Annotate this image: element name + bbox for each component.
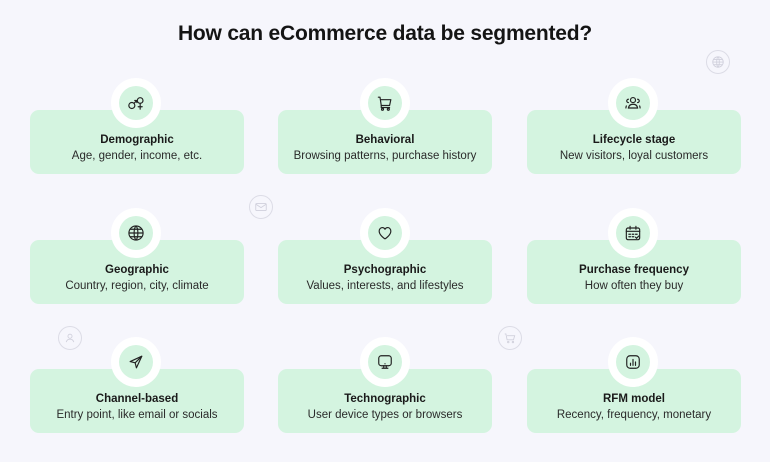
globe-icon [128,225,144,241]
heart-icon [378,227,392,240]
segment-label: Purchase frequency [579,264,689,276]
segment-desc: How often they buy [584,280,684,292]
segment-badge [608,78,658,128]
shopping-cart-icon [498,326,522,350]
segment-desc: Values, interests, and lifestyles [306,280,464,292]
segment-desc: User device types or browsers [307,409,463,421]
segment-label: Behavioral [355,134,415,146]
segment-label: RFM model [603,393,665,405]
segment-desc: Recency, frequency, monetary [556,409,712,421]
segment-label: Technographic [344,393,426,405]
mail-icon [249,195,273,219]
page-title: How can eCommerce data be segmented? [177,22,593,45]
segment-badge [111,337,161,387]
segment-badge [111,78,161,128]
segment-badge [111,208,161,258]
segment-badge [360,337,410,387]
users-group-icon [625,97,641,109]
segment-desc: New visitors, loyal customers [559,150,709,162]
segment-badge [360,78,410,128]
segment-label: Demographic [100,134,174,146]
calendar-check-icon [625,225,641,241]
segment-desc: Age, gender, income, etc. [71,150,203,162]
segment-label: Psychographic [343,264,427,276]
bar-chart-icon [626,355,640,369]
send-icon [129,355,143,369]
segment-desc: Entry point, like email or socials [56,409,218,421]
gender-icon [128,97,144,110]
segment-label: Geographic [105,264,169,276]
globe-icon [706,50,730,74]
segment-badge [360,208,410,258]
segment-desc: Browsing patterns, purchase history [293,150,477,162]
user-icon [58,326,82,350]
shopping-cart-icon [377,96,392,111]
segment-label: Channel-based [95,393,179,405]
segment-desc: Country, region, city, climate [65,280,209,292]
segment-badge [608,337,658,387]
segment-label: Lifecycle stage [592,134,676,146]
monitor-icon [378,355,392,369]
segment-badge [608,208,658,258]
